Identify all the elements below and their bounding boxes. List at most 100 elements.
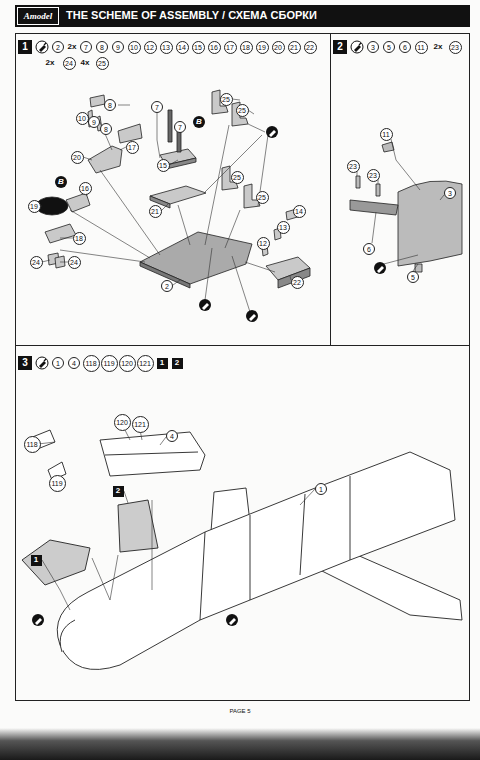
node-text: 8 (104, 126, 108, 133)
callout-number: 17 (224, 41, 237, 54)
callout-number: 20 (71, 151, 84, 164)
node-text: 1 (160, 359, 164, 367)
node-text: 6 (403, 44, 407, 51)
callout-number: 8 (104, 99, 116, 111)
callout-number: 19 (28, 200, 41, 213)
node-text: 7 (178, 124, 182, 131)
node-text: 6 (367, 246, 371, 253)
callout-number: 22 (304, 41, 317, 54)
node-text: 16 (210, 44, 218, 51)
node-text: 24 (70, 259, 78, 266)
callout-number: 14 (176, 41, 189, 54)
callout-number: 18 (73, 232, 86, 245)
node-text: 17 (226, 44, 234, 51)
callout-number: 16 (79, 182, 92, 195)
callout-number: 20 (272, 41, 285, 54)
callout-number: 18 (240, 41, 253, 54)
node-text: 2 (56, 44, 60, 51)
node-text: 2 (175, 359, 179, 367)
node-text: B (196, 118, 202, 126)
node-text: 21 (151, 208, 159, 215)
node-text: 25 (238, 107, 246, 114)
node-text: 18 (242, 44, 250, 51)
node-text: 12 (146, 44, 154, 51)
subassembly-marker: 1 (157, 358, 168, 369)
node-text: 15 (159, 162, 167, 169)
callout-number: 12 (257, 237, 270, 250)
node-text: 121 (139, 360, 151, 367)
callout-number: 25 (220, 93, 233, 106)
node-text: 10 (78, 115, 86, 122)
callout-number: 25 (236, 104, 249, 117)
callout-number: 120 (119, 355, 136, 372)
node-text: 118 (26, 441, 37, 448)
callout-number: 25 (231, 171, 244, 184)
callout-number: 119 (101, 355, 118, 372)
node-text: 12 (259, 240, 267, 247)
callout-number: 11 (415, 41, 428, 54)
quantity-mark: 2x (46, 59, 55, 67)
node-text: 1 (319, 486, 323, 493)
callout-number: 24 (30, 256, 43, 269)
node-text: 121 (134, 421, 146, 428)
node-text: 7 (155, 104, 159, 111)
node-text: 23 (451, 44, 459, 51)
callout-number: 121 (137, 355, 154, 372)
node-text: 120 (121, 360, 133, 367)
node-text: 2 (165, 283, 169, 290)
callout-number: 2 (161, 280, 173, 292)
node-text: 1 (22, 42, 28, 52)
step-number: 1 (18, 40, 32, 54)
node-text: 20 (274, 44, 282, 51)
callout-number: 15 (192, 41, 205, 54)
callout-number: 17 (126, 141, 139, 154)
node-text: 10 (130, 44, 138, 51)
node-text: 19 (258, 44, 266, 51)
node-text: 3 (22, 358, 28, 368)
node-text: 19 (30, 203, 38, 210)
callout-number: 7 (80, 41, 92, 53)
callout-number: 15 (157, 159, 170, 172)
callout-number: 6 (399, 41, 411, 53)
node-text: 119 (103, 360, 114, 367)
node-text: B (58, 178, 64, 186)
callout-number: 12 (144, 41, 157, 54)
callout-number: 4 (166, 430, 178, 442)
callout-number: 9 (112, 41, 124, 53)
callout-number: 2 (52, 41, 64, 53)
node-text: 25 (233, 174, 241, 181)
step-number: 2 (333, 40, 347, 54)
node-text: 13 (279, 224, 287, 231)
brand-logo: Amodel (24, 12, 53, 21)
callout-number: 11 (380, 128, 393, 141)
subassembly-marker: 2 (172, 358, 183, 369)
page-title: THE SCHEME OF ASSEMBLY / СХЕМА СБОРКИ (66, 10, 317, 21)
callout-number: 10 (128, 41, 141, 54)
callout-number: 119 (49, 475, 66, 492)
node-text: 8 (108, 102, 112, 109)
node-text: 1 (56, 360, 60, 367)
callout-number: 4 (68, 357, 80, 369)
callout-number: 1 (315, 483, 327, 495)
callout-number: 23 (367, 169, 380, 182)
callout-number: 3 (444, 187, 456, 199)
node-text: 3 (448, 190, 452, 197)
node-text: 25 (258, 194, 266, 201)
callout-number: 13 (277, 221, 290, 234)
node-text: 7 (84, 44, 88, 51)
callout-number: 7 (151, 101, 163, 113)
callout-number: 23 (449, 41, 462, 54)
node-text: 5 (411, 274, 415, 281)
callout-number: 6 (363, 243, 375, 255)
node-text: 25 (98, 60, 106, 67)
node-text: 20 (73, 154, 81, 161)
callout-number: 1 (52, 357, 64, 369)
node-text: 5 (387, 44, 391, 51)
node-text: 118 (85, 360, 96, 367)
quantity-mark: 4x (81, 59, 90, 67)
node-text: 22 (293, 279, 301, 286)
node-text: 13 (162, 44, 170, 51)
node-text: 22 (306, 44, 314, 51)
node-text: 9 (116, 44, 120, 51)
subassembly-marker: 1 (31, 555, 42, 566)
